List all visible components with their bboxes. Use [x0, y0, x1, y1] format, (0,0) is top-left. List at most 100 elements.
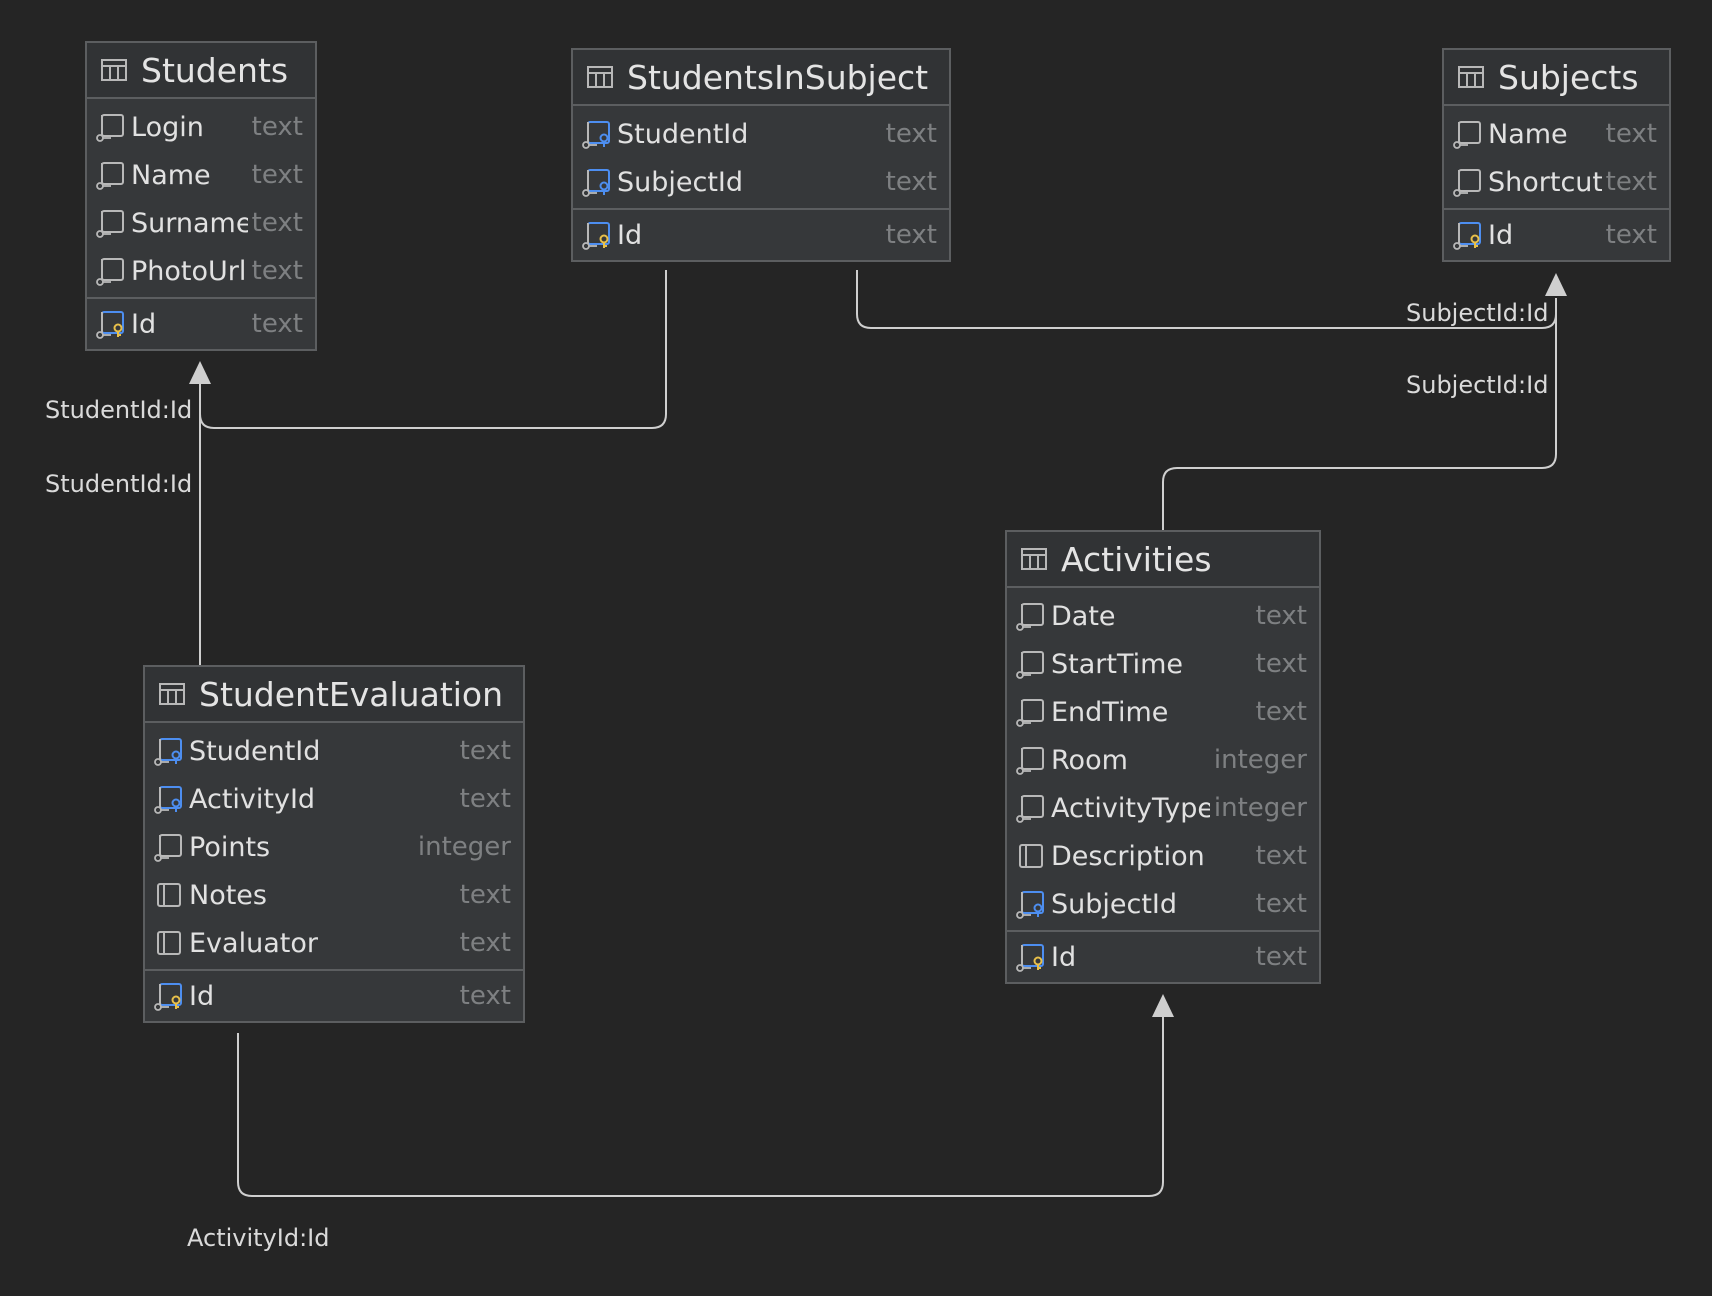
- foreign-key-icon: [153, 783, 185, 815]
- column-row[interactable]: StudentId text: [145, 727, 523, 775]
- column-name: Login: [131, 111, 204, 143]
- primary-key-row[interactable]: Id text: [573, 210, 949, 260]
- relation-line-eval-activity[interactable]: [237, 1015, 1164, 1197]
- table-name: Activities: [1061, 539, 1212, 579]
- table-header[interactable]: Activities: [1007, 532, 1319, 588]
- table-header[interactable]: Students: [87, 43, 315, 99]
- foreign-key-icon: [1015, 888, 1047, 920]
- column-type: text: [885, 167, 937, 197]
- table-header[interactable]: StudentEvaluation: [145, 667, 523, 723]
- column-row[interactable]: Name text: [87, 151, 315, 199]
- table-name: StudentEvaluation: [199, 674, 504, 714]
- column-icon: [1015, 744, 1047, 776]
- relation-label-sis-subject: SubjectId:Id: [1406, 299, 1549, 327]
- table-header[interactable]: StudentsInSubject: [573, 50, 949, 106]
- arrowhead-icon: [1545, 273, 1567, 296]
- table-icon: [585, 62, 615, 92]
- column-name: Id: [189, 980, 215, 1012]
- column-name: ActivityType: [1051, 792, 1210, 824]
- key-list: Id text: [87, 297, 315, 349]
- table-icon: [99, 55, 129, 85]
- column-type: text: [1255, 841, 1307, 871]
- column-type: integer: [1213, 745, 1307, 775]
- column-name: StudentId: [189, 735, 321, 767]
- column-name: Points: [189, 831, 271, 863]
- column-row[interactable]: SubjectId text: [1007, 880, 1319, 928]
- column-type: text: [1255, 942, 1307, 972]
- column-row[interactable]: SubjectId text: [573, 158, 949, 206]
- column-icon: [1452, 118, 1484, 150]
- column-type: integer: [1213, 793, 1307, 823]
- primary-key-icon: [95, 308, 127, 340]
- column-type: text: [885, 220, 937, 250]
- column-type: text: [251, 160, 303, 190]
- table-name: StudentsInSubject: [627, 57, 929, 97]
- table-name: Students: [141, 50, 289, 90]
- column-type: text: [459, 880, 511, 910]
- column-type: text: [459, 784, 511, 814]
- column-name: Id: [1488, 219, 1514, 251]
- column-icon: [95, 207, 127, 239]
- nullable-column-icon: [153, 927, 185, 959]
- column-name: SubjectId: [1051, 888, 1178, 920]
- column-name: Id: [617, 219, 643, 251]
- column-icon: [1015, 648, 1047, 680]
- column-type: text: [459, 736, 511, 766]
- column-name: Surname: [131, 207, 248, 239]
- primary-key-row[interactable]: Id text: [1007, 932, 1319, 982]
- primary-key-icon: [581, 219, 613, 251]
- column-name: Shortcut: [1488, 166, 1602, 198]
- relation-label-act-subject: SubjectId:Id: [1406, 371, 1549, 399]
- column-name: StudentId: [617, 118, 749, 150]
- key-list: Id text: [1007, 930, 1319, 982]
- relation-label-eval-activity: ActivityId:Id: [187, 1224, 330, 1252]
- column-name: StartTime: [1051, 648, 1184, 680]
- column-icon: [95, 111, 127, 143]
- column-name: Name: [1488, 118, 1568, 150]
- column-name: Description: [1051, 840, 1205, 872]
- column-name: Id: [1051, 941, 1077, 973]
- column-icon: [95, 159, 127, 191]
- column-icon: [1015, 600, 1047, 632]
- column-type: text: [1255, 889, 1307, 919]
- table-header[interactable]: Subjects: [1444, 50, 1669, 106]
- primary-key-icon: [1452, 219, 1484, 251]
- column-name: Name: [131, 159, 211, 191]
- primary-key-row[interactable]: Id text: [87, 299, 315, 349]
- relation-label-sis-student: StudentId:Id: [45, 396, 193, 424]
- column-type: text: [459, 928, 511, 958]
- column-row[interactable]: Description text: [1007, 832, 1319, 880]
- primary-key-icon: [153, 980, 185, 1012]
- column-row[interactable]: Room integer: [1007, 736, 1319, 784]
- key-list: Id text: [573, 208, 949, 260]
- relation-line-act-subject[interactable]: [1162, 298, 1557, 530]
- column-name: SubjectId: [617, 166, 744, 198]
- column-name: Room: [1051, 744, 1128, 776]
- column-type: text: [251, 309, 303, 339]
- column-type: text: [251, 208, 303, 238]
- column-name: Id: [131, 308, 157, 340]
